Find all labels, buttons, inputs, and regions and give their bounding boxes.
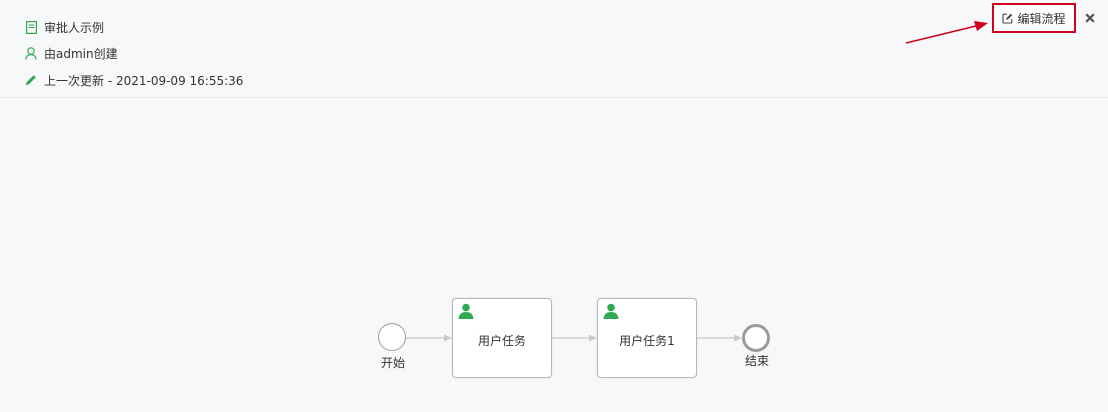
user-filled-icon	[603, 303, 619, 319]
sequence-flow-task1-task2	[552, 334, 597, 342]
document-icon	[25, 20, 37, 34]
close-icon	[1085, 13, 1095, 23]
edit-process-label: 编辑流程	[1017, 11, 1066, 26]
process-creator: 由admin创建	[44, 46, 118, 61]
user-task-1-node[interactable]: 用户任务1	[597, 298, 697, 378]
sequence-flow-task2-end	[697, 334, 742, 342]
process-header: 审批人示例 由admin创建 上一次更新 - 2021-09-09 16:55:…	[0, 0, 1108, 98]
process-updated-row: 上一次更新 - 2021-09-09 16:55:36	[25, 71, 243, 89]
sequence-flow-start-task1	[406, 334, 452, 342]
annotation-arrow	[905, 21, 988, 44]
start-event-label: 开始	[381, 356, 406, 370]
user-outline-icon	[25, 46, 37, 60]
process-updated: 上一次更新 - 2021-09-09 16:55:36	[44, 73, 244, 88]
user-filled-icon	[458, 303, 474, 319]
process-creator-row: 由admin创建	[25, 44, 118, 62]
user-task-1-label: 用户任务1	[619, 334, 675, 348]
process-name: 审批人示例	[44, 20, 105, 35]
edit-square-icon	[1002, 13, 1013, 24]
process-name-row: 审批人示例	[25, 18, 104, 36]
edit-process-button[interactable]: 编辑流程	[992, 3, 1076, 33]
close-button[interactable]	[1083, 11, 1097, 25]
end-event[interactable]	[742, 324, 770, 352]
end-event-label: 结束	[745, 354, 770, 368]
start-event[interactable]	[378, 323, 406, 351]
user-task-node[interactable]: 用户任务	[452, 298, 552, 378]
user-task-label: 用户任务	[477, 334, 526, 348]
pencil-icon	[25, 73, 37, 87]
